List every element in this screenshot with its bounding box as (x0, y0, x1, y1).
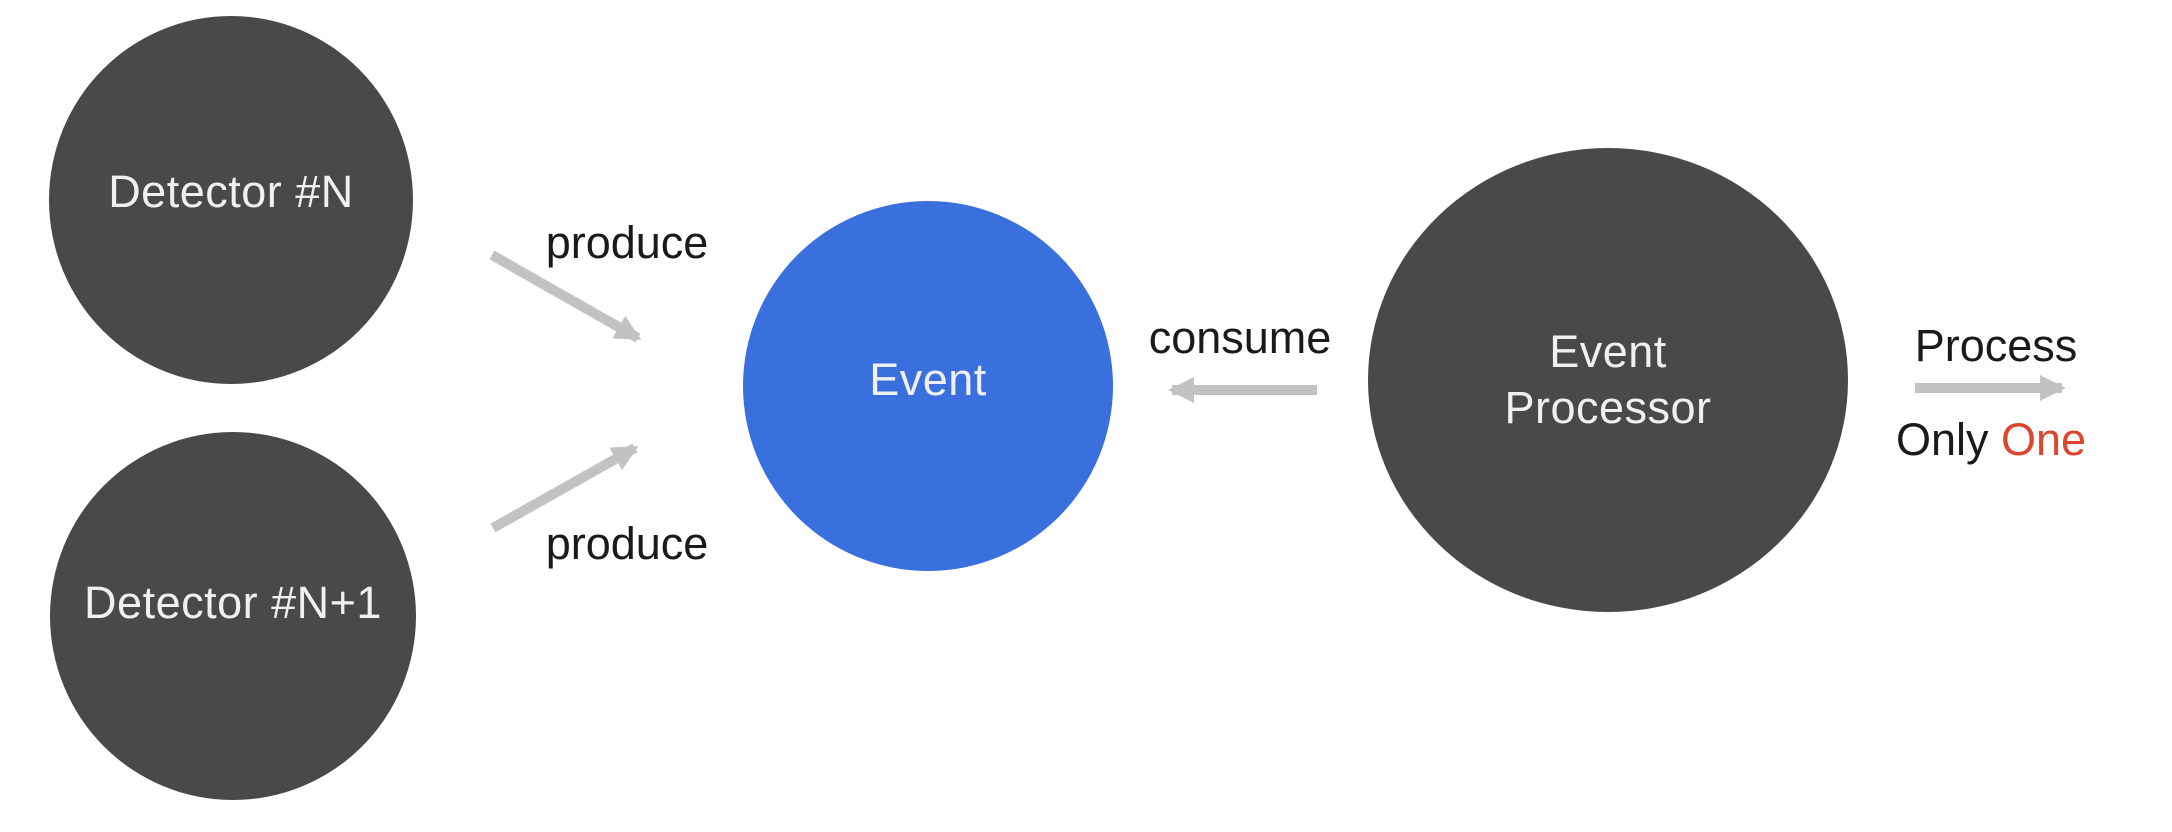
event-node: Event (743, 201, 1113, 571)
detector-n-plus-1-label: Detector #N+1 (84, 576, 382, 628)
process-label: Process (1914, 320, 2078, 371)
event-processor-label-line1: Event (1549, 325, 1667, 377)
event-processor-label-line2: Processor (1504, 382, 1712, 433)
consume-label: consume (1148, 312, 1332, 363)
detector-n-plus-1-node: Detector #N+1 (50, 432, 416, 800)
process-note-prefix: Only (1895, 414, 2001, 465)
process-note-highlight: One (2000, 414, 2087, 465)
produce-arrow-bottom (490, 443, 639, 533)
process-note-label: Only One (1896, 414, 2086, 466)
event-label: Event (869, 353, 987, 405)
detector-n-label: Detector #N (108, 165, 354, 217)
event-processor-node: Event Processor (1368, 148, 1848, 612)
produce-label-bottom: produce (545, 518, 709, 569)
produce-label-top: produce (545, 217, 709, 268)
detector-n-node: Detector #N (49, 16, 413, 384)
